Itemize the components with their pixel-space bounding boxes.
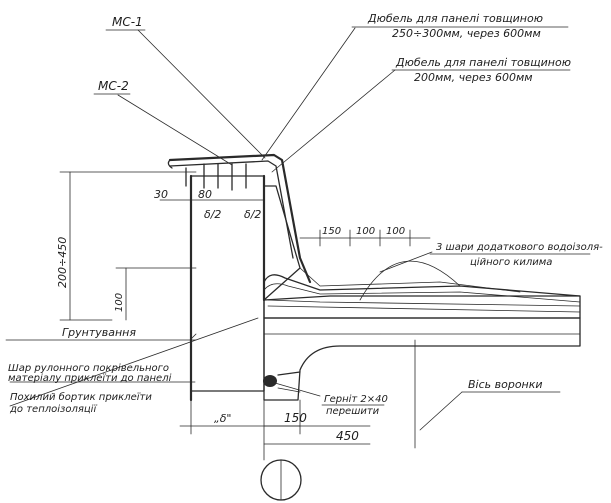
dim-100-vert: 100: [114, 293, 125, 312]
funnel-arc: [359, 260, 461, 301]
dowels: [203, 163, 247, 191]
dim-height-range: 200÷450: [56, 237, 69, 288]
mark-ms1: МС-1: [112, 15, 143, 29]
bottom-circle-marker: [260, 459, 302, 501]
note-slope-curb-line2: до теплоізоляції: [9, 403, 97, 415]
sloped-curb: [263, 185, 301, 301]
note-dowel-thick-line1: Дюбель для панелі товщиною: [367, 12, 543, 25]
roof-slab: [263, 317, 581, 401]
note-primer: Грунтування: [62, 326, 136, 339]
dim-delta: „δ": [214, 412, 232, 425]
note-extra-layers-line2: ційного килима: [470, 256, 552, 268]
dim-150-bottom: 150: [284, 411, 307, 425]
roof-membrane-layers: [263, 267, 581, 313]
mark-ms2: МС-2: [98, 79, 129, 93]
dim-150-top: 150: [322, 226, 341, 237]
note-dowel-thin-line1: Дюбель для панелі товщиною: [395, 56, 571, 69]
gernit-seal: [263, 371, 301, 393]
dim-delta-half-1: δ/2: [204, 208, 221, 221]
note-slope-curb-line1: Похилий бортик приклеїти: [10, 391, 152, 403]
dim-30: 30: [154, 188, 168, 201]
metal-flashing: [167, 153, 312, 284]
dim-100-a: 100: [356, 226, 375, 237]
dim-80: 80: [198, 188, 212, 201]
note-extra-layers-line1: 3 шари додаткового водоізоля-: [436, 241, 603, 253]
dim-100-b: 100: [386, 226, 405, 237]
dim-delta-half-2: δ/2: [244, 208, 261, 221]
note-gernit-line1: Герніт 2×40: [324, 393, 388, 405]
dim-450: 450: [336, 429, 359, 443]
note-funnel-axis: Вісь воронки: [468, 378, 543, 391]
dimension-lines: [59, 171, 431, 461]
leader-lines: [5, 27, 463, 431]
note-glue-layer-line2: матеріалу приклеїти до панелі: [8, 372, 172, 384]
note-gernit-line2: перешити: [326, 406, 380, 417]
note-glue-layer-line1: Шар рулонного покрівельного: [8, 362, 169, 374]
note-dowel-thick-line2: 250÷300мм, через 600мм: [392, 27, 541, 40]
note-dowel-thin-line2: 200мм, через 600мм: [414, 71, 533, 84]
labels: МС-1 МС-2 Дюбель для панелі товщиною 250…: [8, 12, 603, 443]
